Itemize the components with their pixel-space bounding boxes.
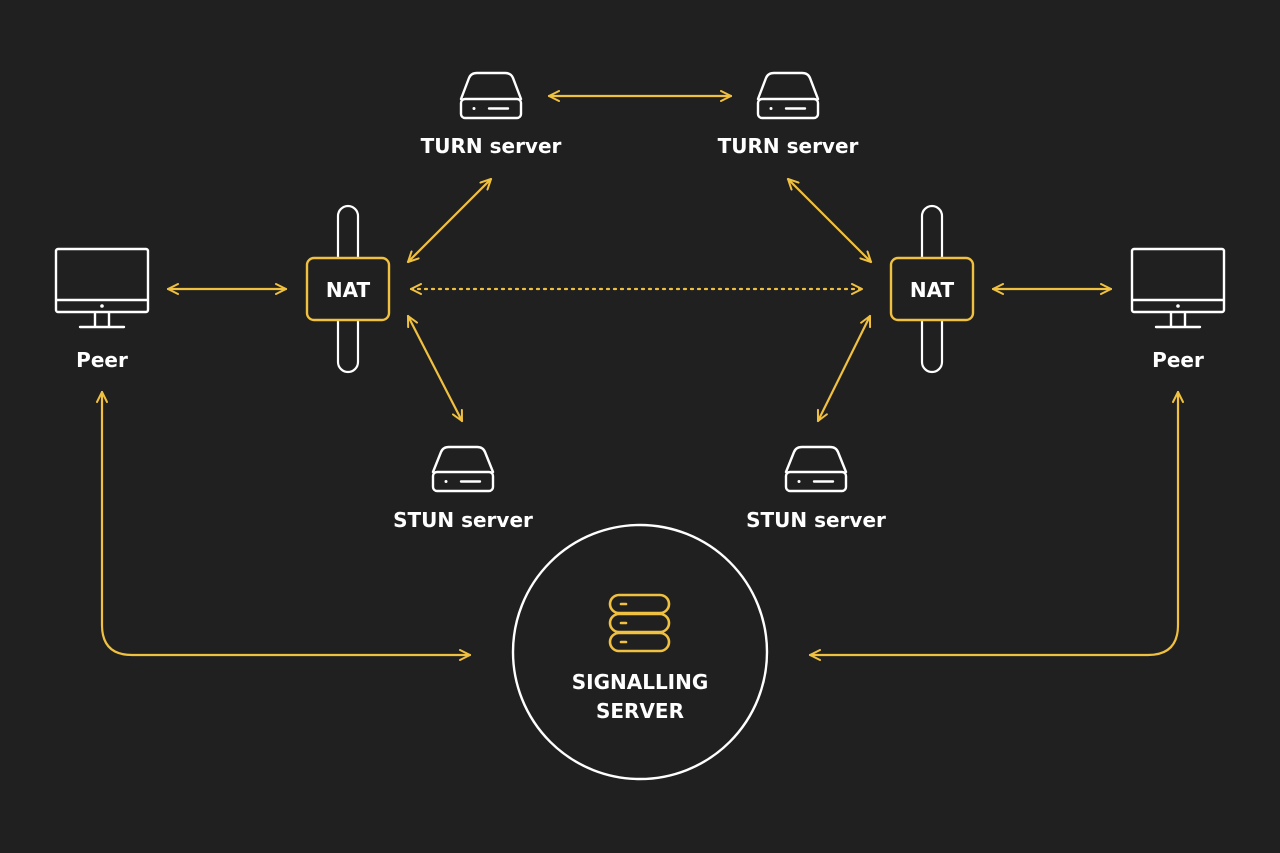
turn-right-label: TURN server [717, 134, 859, 158]
turn-left-label: TURN server [420, 134, 562, 158]
nat-right-label: NAT [909, 278, 955, 302]
arrow-peer-left-signalling [96, 390, 472, 661]
signalling-label-line1: SIGNALLING [571, 670, 709, 694]
arrow-nat-left-turn-left [406, 177, 493, 264]
arrow-turn-right-nat-right [786, 177, 873, 264]
drive-server-icon [431, 445, 495, 493]
nat-barrier-icon [889, 204, 975, 374]
signalling-server-circle [511, 523, 769, 781]
signalling-label-line2: SERVER [595, 699, 684, 723]
arrow-stun-right-nat-right [816, 314, 872, 423]
drive-server-icon [784, 445, 848, 493]
peer-right-label: Peer [1152, 348, 1204, 372]
signalling-server-label: SIGNALLING SERVER [572, 668, 709, 726]
monitor-icon [54, 247, 150, 329]
monitor-icon [1130, 247, 1226, 329]
server-stack-icon [608, 593, 671, 653]
peer-left-label: Peer [76, 348, 128, 372]
arrow-peer-right-signalling [808, 390, 1184, 661]
nat-barrier-icon [305, 204, 391, 374]
drive-server-icon [459, 71, 523, 120]
drive-server-icon [756, 71, 820, 120]
nat-left-label: NAT [325, 278, 371, 302]
stun-left-label: STUN server [393, 508, 533, 532]
stun-right-label: STUN server [746, 508, 886, 532]
arrow-nat-left-stun-left [406, 314, 464, 423]
